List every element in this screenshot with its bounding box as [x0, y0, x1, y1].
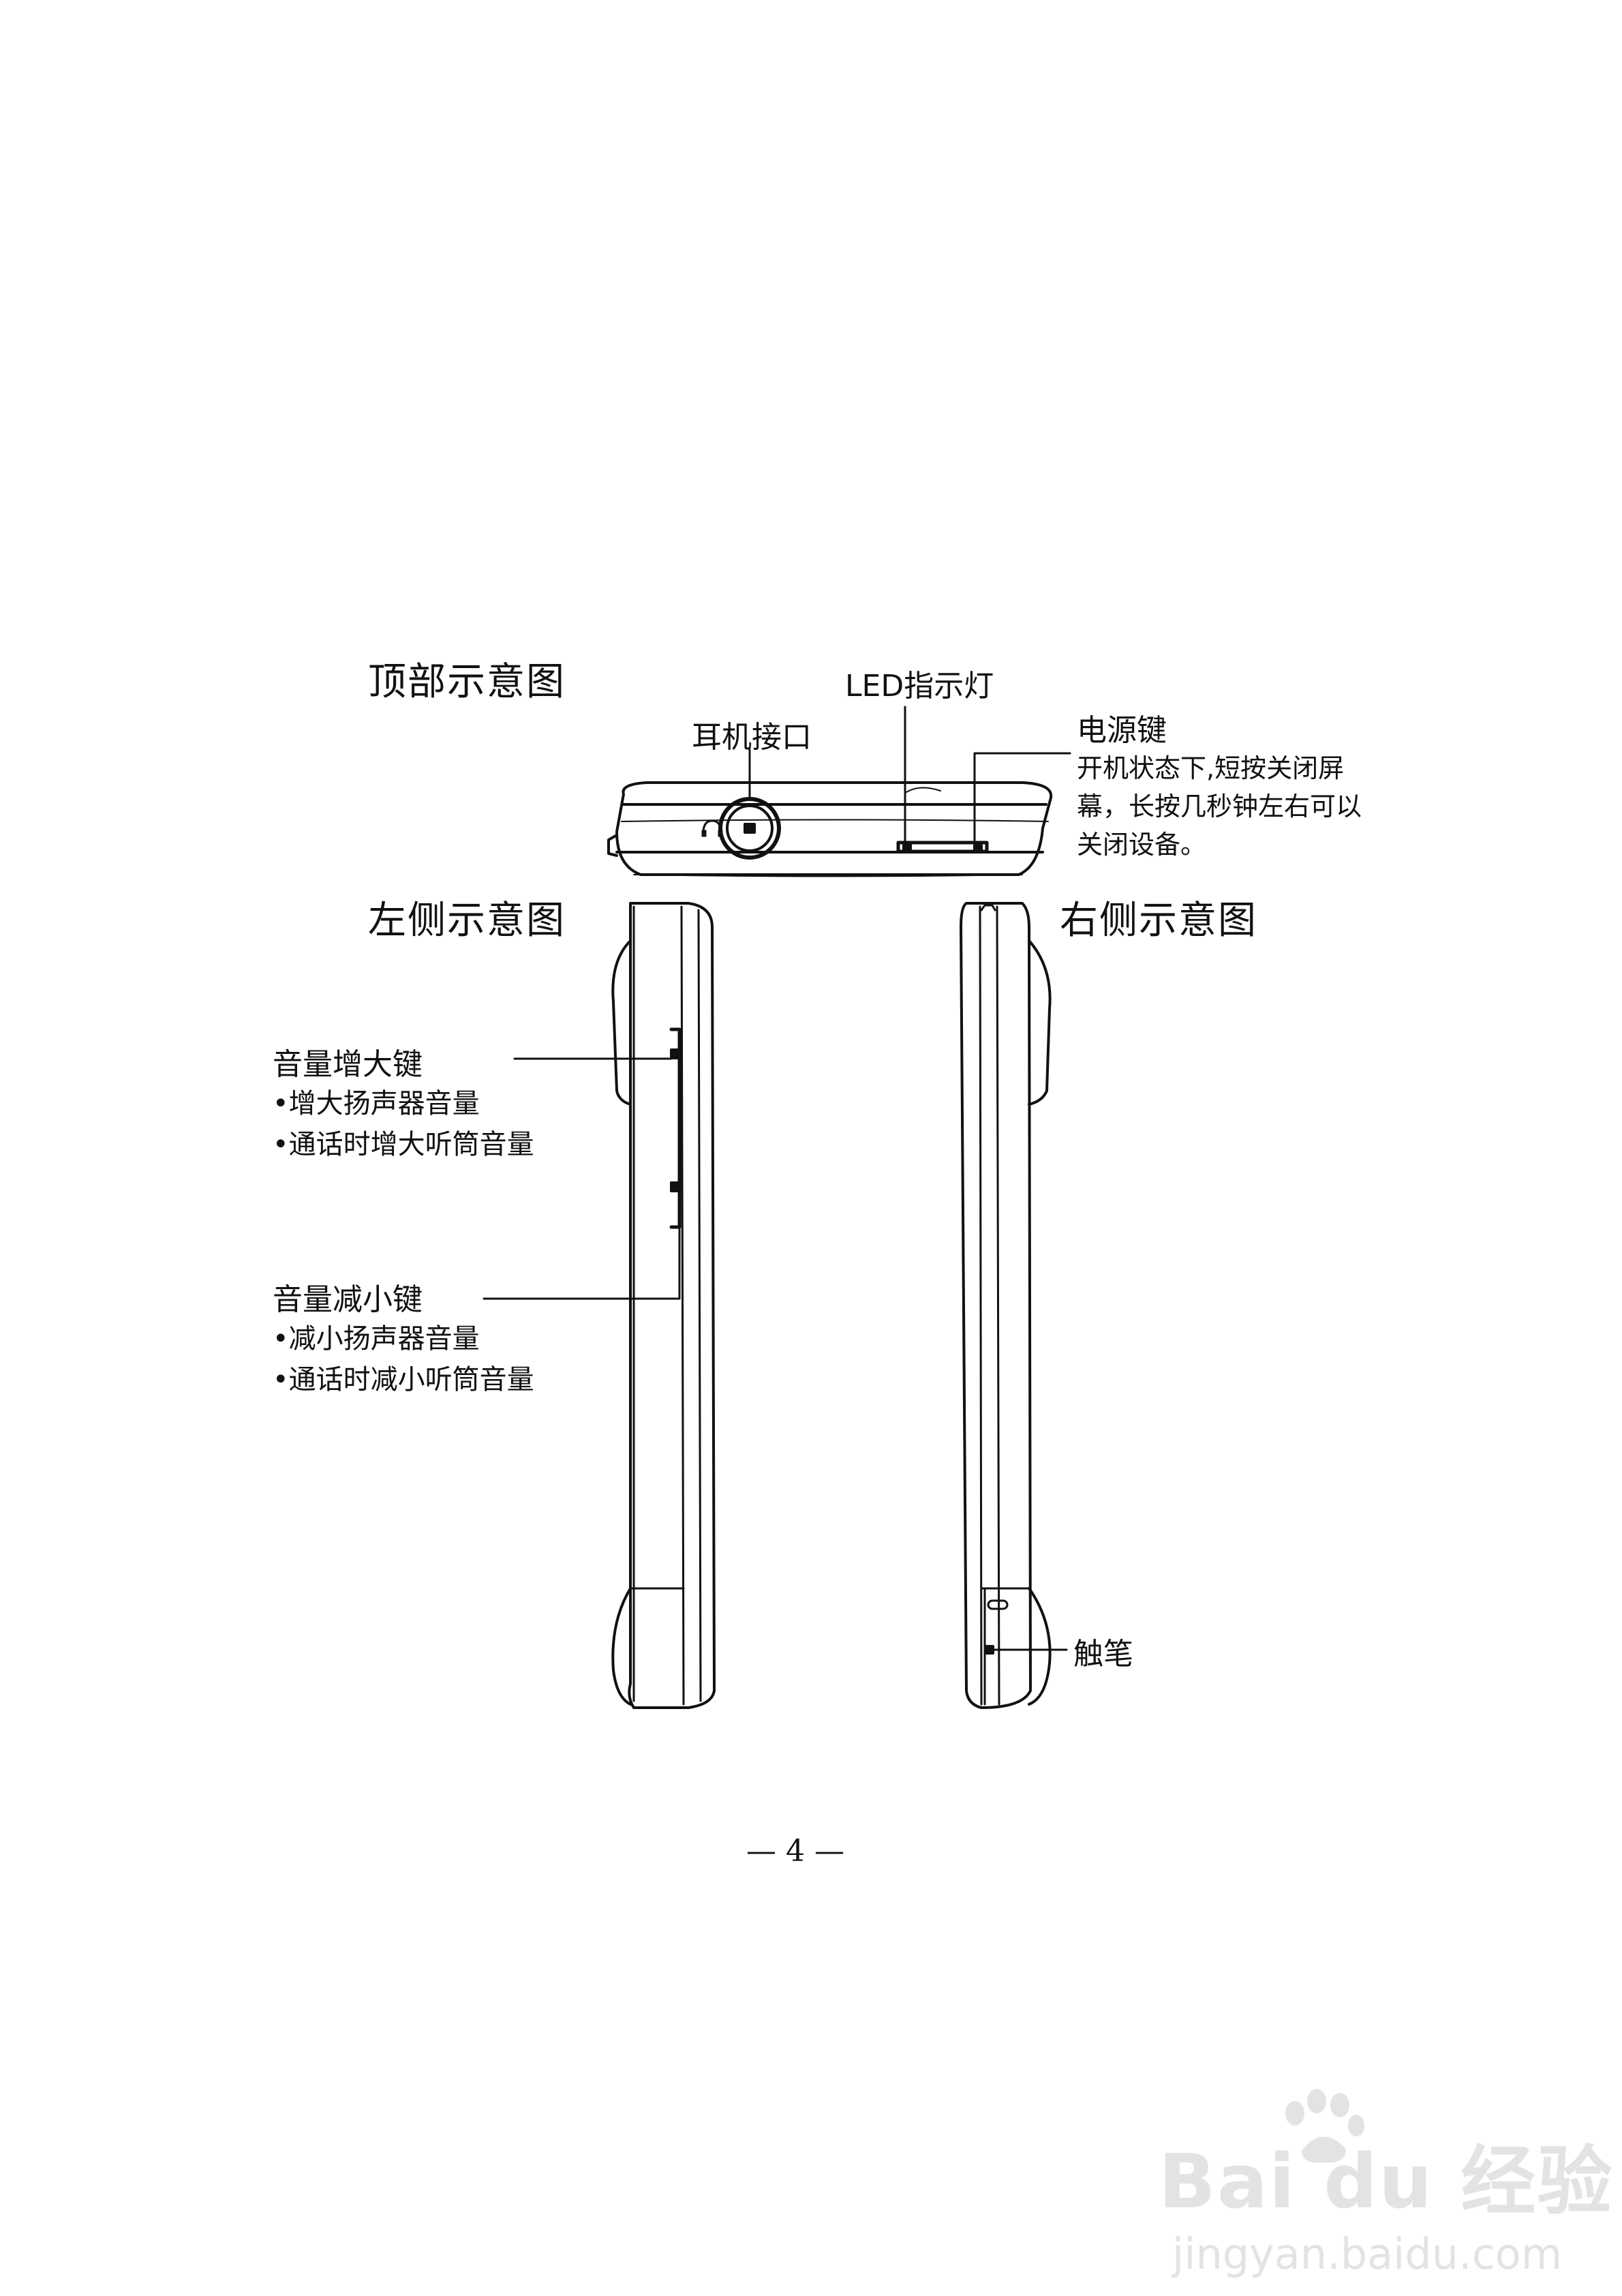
power-key-desc-3: 关闭设备。: [1077, 830, 1207, 860]
power-key-callout: 电源键 开机状态下,短按关闭屏 幕，长按几秒钟左右可以 关闭设备。: [1077, 706, 1362, 864]
power-key-shape: [896, 841, 989, 854]
stylus-slot: [987, 1599, 1009, 1610]
volume-up-desc-2: •通话时增大听筒音量: [273, 1129, 534, 1160]
power-key-title: 电源键: [1077, 713, 1167, 748]
volume-down-callout: 音量减小键 •减小扬声器音量 •通话时减小听筒音量: [273, 1275, 534, 1400]
volume-down-title: 音量减小键: [273, 1282, 423, 1317]
watermark-url: jingyan.baidu.com: [1172, 2229, 1563, 2279]
volume-up-title: 音量增大键: [273, 1047, 423, 1082]
page-number: — 4 —: [746, 1834, 844, 1869]
volume-mid-marker: [670, 1181, 681, 1192]
volume-down-desc-2: •通话时减小听筒音量: [273, 1364, 534, 1395]
volume-up-marker: [670, 1048, 681, 1059]
top-view-title: 顶部示意图: [368, 660, 566, 704]
led-indicator-label: LED指示灯: [845, 669, 994, 704]
right-side-device: [960, 902, 1052, 1709]
earphone-jack-icon: [744, 823, 756, 834]
volume-up-desc-1: •增大扬声器音量: [273, 1088, 480, 1119]
power-key-desc-1: 开机状态下,短按关闭屏: [1077, 753, 1345, 783]
volume-up-callout: 音量增大键 •增大扬声器音量 •通话时增大听筒音量: [273, 1040, 534, 1165]
earphone-jack-label: 耳机接口: [692, 720, 812, 755]
volume-keys-shape: [669, 1027, 682, 1229]
stylus-label: 触笔: [1073, 1637, 1133, 1672]
paw-icon: [1285, 2089, 1364, 2163]
volume-down-desc-1: •减小扬声器音量: [273, 1323, 480, 1355]
left-view-title: 左侧示意图: [368, 898, 566, 943]
power-key-desc-2: 幕，长按几秒钟左右可以: [1077, 791, 1362, 821]
left-side-device: [611, 902, 716, 1709]
headphone-icon: [702, 819, 722, 834]
top-view-device: [607, 781, 1053, 877]
watermark-brand: Bai du 经验: [1159, 2138, 1614, 2225]
watermark: Bai du 经验 jingyan.baidu.com: [1159, 2120, 1613, 2279]
right-view-title: 右侧示意图: [1060, 898, 1257, 943]
